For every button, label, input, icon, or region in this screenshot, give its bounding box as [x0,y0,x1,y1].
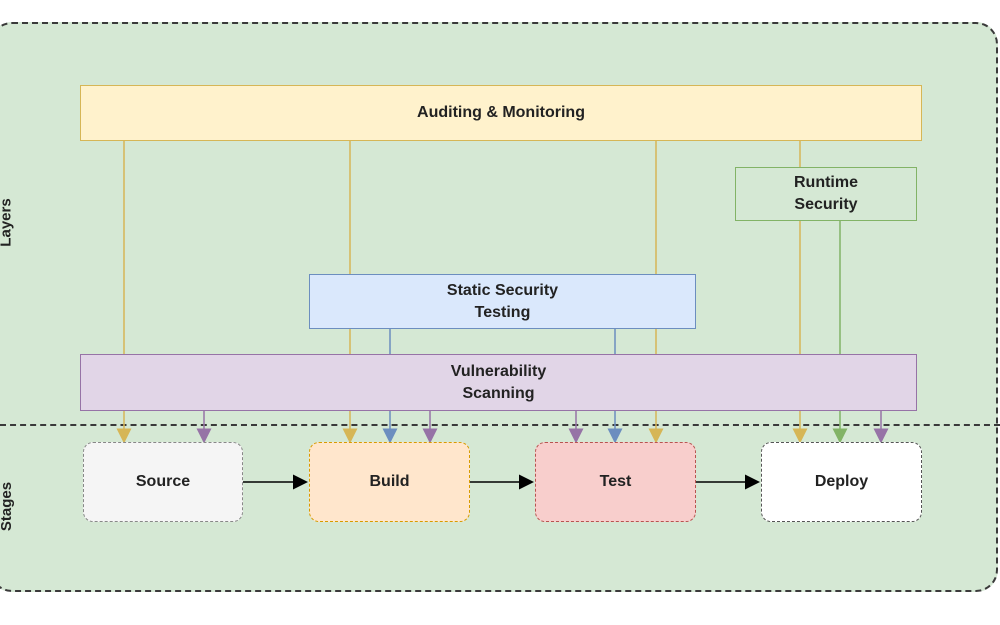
stage-deploy: Deploy [761,442,922,522]
static-security-testing-layer: Static Security Testing [309,274,696,329]
layers-stages-divider [0,424,1000,426]
auditing-monitoring-label: Auditing & Monitoring [417,104,585,121]
stage-build: Build [309,442,470,522]
auditing-monitoring-layer: Auditing & Monitoring [80,85,922,141]
vulnerability-label-line1: Vulnerability [450,362,547,380]
static-security-label-line2: Testing [474,303,531,321]
runtime-security-layer: Runtime Security [735,167,917,221]
stage-source-label: Source [135,473,191,490]
runtime-security-label-line1: Runtime [794,174,858,191]
stage-build-label: Build [369,473,410,490]
vulnerability-label-line2: Scanning [462,384,535,402]
static-security-label-line1: Static Security [446,281,559,299]
stage-test: Test [535,442,696,522]
stage-test-label: Test [599,473,632,490]
runtime-security-label-line2: Security [794,196,858,213]
vulnerability-scanning-layer: Vulnerability Scanning [80,354,917,411]
stage-source: Source [83,442,243,522]
stage-deploy-label: Deploy [814,473,869,490]
